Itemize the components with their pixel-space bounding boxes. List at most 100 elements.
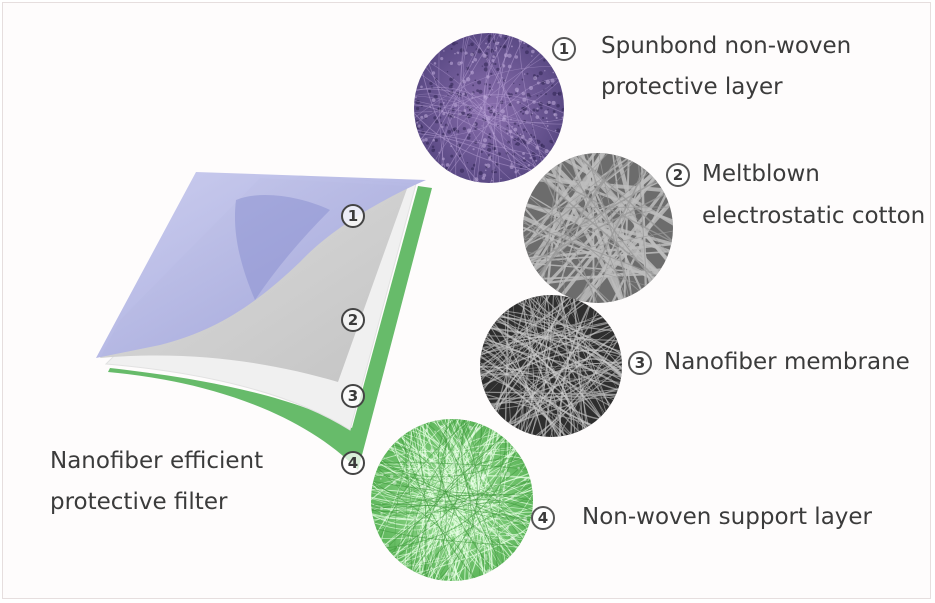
fiber-speck xyxy=(510,45,513,48)
fiber-speck xyxy=(544,149,549,154)
fiber-speck xyxy=(413,515,417,519)
fiber-strand xyxy=(375,453,528,548)
fiber-strand xyxy=(524,295,616,412)
fiber-strand xyxy=(531,332,622,437)
fiber-speck xyxy=(540,93,542,96)
fiber-speck xyxy=(507,140,510,144)
fiber-speck xyxy=(515,141,521,146)
fiber-strand xyxy=(371,423,498,513)
fiber-speck xyxy=(451,41,456,46)
fiber-speck xyxy=(483,67,489,72)
fiber-speck xyxy=(484,163,487,166)
fiber-speck xyxy=(462,92,466,96)
fiber-speck xyxy=(429,458,434,462)
fiber-speck xyxy=(532,108,536,112)
fiber-strand xyxy=(501,385,622,428)
layer-2-label-badge: 2 xyxy=(666,163,690,187)
fiber-speck xyxy=(481,125,483,127)
fiber-strand xyxy=(414,419,436,581)
fiber-speck xyxy=(532,136,534,138)
fiber-strand xyxy=(490,316,534,437)
layer-3-label-badge: 3 xyxy=(628,351,652,375)
fiber-strand xyxy=(372,459,473,581)
fiber-speck xyxy=(425,141,429,145)
fiber-strand xyxy=(407,422,427,581)
fiber-strand xyxy=(480,365,589,436)
layer-2-label-line1: Meltblown xyxy=(702,161,820,187)
fiber-speck xyxy=(535,115,540,120)
fiber-speck xyxy=(419,512,422,514)
fiber-strand xyxy=(491,314,622,374)
fiber-strand xyxy=(523,191,646,297)
fiber-strand xyxy=(590,160,646,303)
fiber-strand xyxy=(398,428,494,580)
fiber-speck xyxy=(447,129,452,134)
fiber-speck xyxy=(543,59,546,62)
fiber-speck xyxy=(544,110,549,115)
fiber-speck xyxy=(532,156,536,161)
fiber-speck xyxy=(421,138,425,142)
fiber-speck xyxy=(429,81,433,86)
fiber-strand xyxy=(371,440,519,508)
fiber-speck xyxy=(456,73,459,76)
fiber-speck xyxy=(396,546,399,548)
fiber-strand xyxy=(596,153,631,303)
layer-2-sheet-badge: 2 xyxy=(341,308,365,332)
fiber-speck xyxy=(536,74,539,78)
fiber-speck xyxy=(481,176,486,180)
fiber-speck xyxy=(402,448,404,450)
fiber-speck xyxy=(481,143,486,148)
fiber-speck xyxy=(512,446,517,452)
fiber-speck xyxy=(506,471,511,476)
fiber-speck xyxy=(410,537,413,540)
fiber-strand xyxy=(566,295,609,420)
fiber-strand xyxy=(523,206,673,209)
fiber-speck xyxy=(485,163,491,168)
fiber-speck xyxy=(452,461,456,465)
fiber-speck xyxy=(481,65,483,67)
fiber-strand xyxy=(371,504,533,540)
fiber-strand xyxy=(572,153,673,260)
fiber-speck xyxy=(502,440,504,443)
fiber-speck xyxy=(491,492,493,494)
fiber-strand xyxy=(371,478,476,581)
fiber-speck xyxy=(468,133,471,136)
fiber-speck xyxy=(481,532,485,537)
layer-1-label-line1: Spunbond non-woven xyxy=(601,33,852,59)
fiber-speck xyxy=(439,542,443,546)
fiber-speck xyxy=(500,177,502,180)
fiber-strand xyxy=(523,176,664,261)
fiber-speck xyxy=(545,79,550,85)
fiber-speck xyxy=(444,523,447,525)
fiber-speck xyxy=(473,496,477,499)
fiber-strand xyxy=(394,431,460,581)
fiber-speck xyxy=(456,42,458,45)
fiber-strand xyxy=(480,315,611,362)
fiber-speck xyxy=(468,44,470,47)
fiber-speck xyxy=(490,72,493,75)
fiber-speck xyxy=(480,476,485,480)
fiber-speck xyxy=(445,572,450,576)
fiber-speck xyxy=(462,127,466,131)
fiber-strand xyxy=(490,295,567,417)
fiber-speck xyxy=(456,530,461,535)
layer-3-sheet-badge: 3 xyxy=(341,384,365,408)
fiber-strand xyxy=(572,295,613,415)
fiber-strand xyxy=(442,33,516,177)
fiber-speck xyxy=(415,106,420,111)
fiber-speck xyxy=(547,108,549,111)
layer-stack xyxy=(96,172,432,470)
fiber-strand xyxy=(371,463,533,496)
fiber-strand xyxy=(496,309,622,379)
fiber-speck xyxy=(515,92,517,95)
fiber-strand xyxy=(414,93,534,178)
fiber-speck xyxy=(487,37,491,42)
fiber-strand xyxy=(450,419,527,550)
fiber-strand xyxy=(440,419,522,556)
fiber-speck xyxy=(380,503,382,505)
fiber-speck xyxy=(556,94,558,96)
fiber-strand xyxy=(521,295,608,421)
fiber-speck xyxy=(489,137,492,140)
fiber-speck xyxy=(471,92,474,95)
fiber-speck xyxy=(421,515,424,517)
